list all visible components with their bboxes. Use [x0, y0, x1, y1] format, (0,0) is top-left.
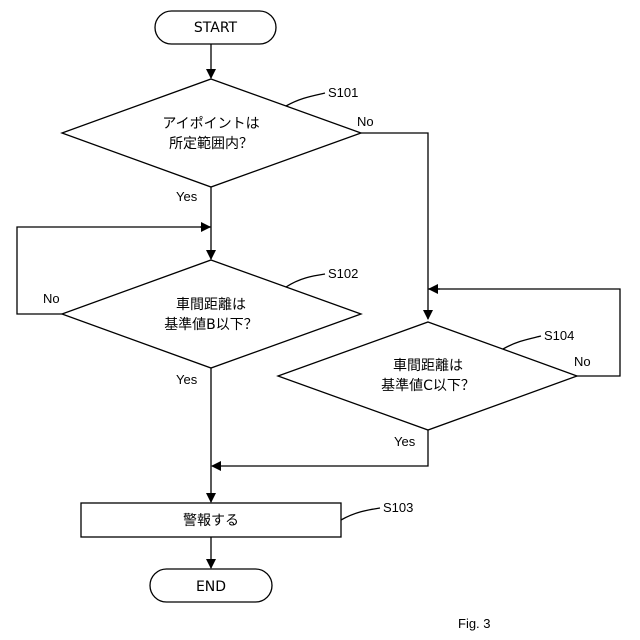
step-label-s103: S103 [383, 500, 413, 515]
arrow-s101-no [361, 133, 428, 319]
decision-s102 [62, 260, 361, 368]
s102-yes-label: Yes [176, 372, 198, 387]
s101-leader-line [286, 93, 325, 106]
s104-line1: 車間距離は [393, 357, 463, 374]
s103-leader-line [341, 508, 380, 520]
s104-no-label: No [574, 354, 591, 369]
step-label-s101: S101 [328, 85, 358, 100]
step-label-s102: S102 [328, 266, 358, 281]
start-label: START [194, 20, 238, 36]
s102-line2: 基準値B以下？ [164, 316, 258, 333]
s104-line2: 基準値C以下？ [381, 377, 475, 394]
s101-line2: 所定範囲内？ [169, 135, 253, 152]
s104-yes-label: Yes [394, 434, 416, 449]
s102-no-label: No [43, 291, 60, 306]
s104-leader-line [503, 336, 541, 349]
end-label: END [196, 579, 226, 595]
s101-no-label: No [357, 114, 374, 129]
step-label-s104: S104 [544, 328, 574, 343]
s102-line1: 車間距離は [176, 296, 246, 313]
figure-label: Fig. 3 [458, 616, 491, 631]
s101-line1: アイポイントは [162, 116, 259, 132]
s101-yes-label: Yes [176, 189, 198, 204]
s102-leader-line [286, 274, 325, 287]
s103-label: 警報する [183, 513, 239, 529]
